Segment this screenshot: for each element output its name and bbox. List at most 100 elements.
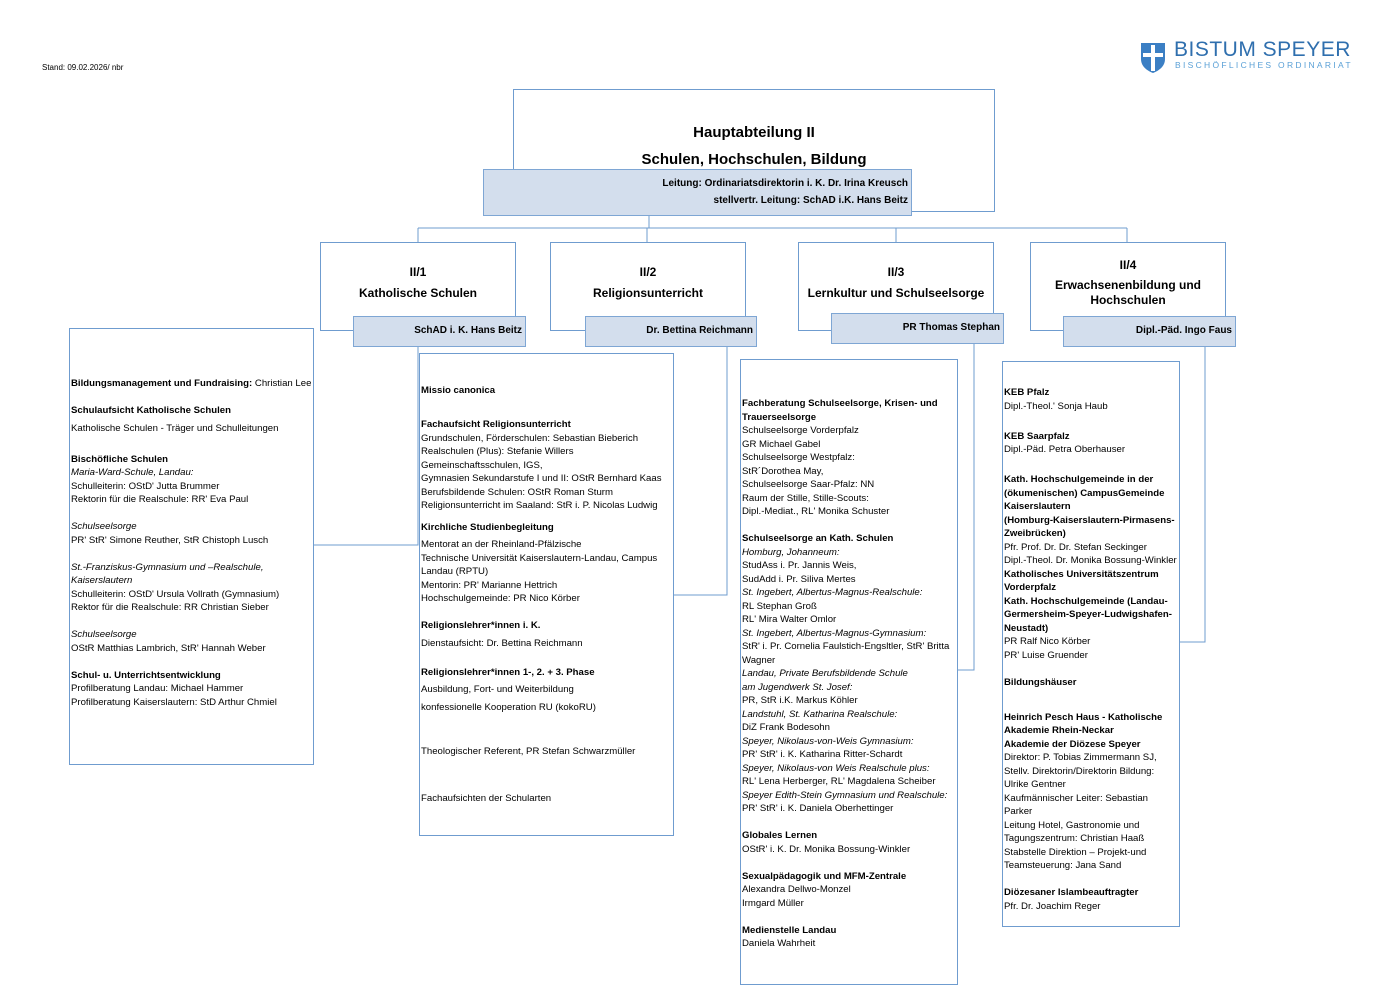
department-head-name: Dipl.-Päd. Ingo Faus bbox=[1135, 325, 1232, 336]
department-head-ii-2: Dr. Bettina Reichmann bbox=[585, 316, 757, 347]
list-item: Schulseelsorge bbox=[71, 521, 137, 532]
list-item: StR´Dorothea May, bbox=[742, 465, 824, 477]
list-item: am Jugendwerk St. Josef: bbox=[742, 681, 853, 693]
list-item: Gemeinschaftsschulen, IGS, bbox=[421, 459, 543, 471]
list-item: PR' Luise Gruender bbox=[1004, 649, 1088, 661]
list-item: Fachaufsichten der Schularten bbox=[421, 792, 552, 804]
section-heading: Sexualpädagogik und MFM-Zentrale bbox=[742, 870, 907, 882]
department-code: II/3 bbox=[887, 265, 905, 279]
section-heading: Bildungshäuser bbox=[1004, 676, 1077, 688]
list-item: Profilberatung Landau: Michael Hammer bbox=[71, 683, 244, 694]
logo-subtitle: BISCHÖFLICHES ORDINARIAT bbox=[1175, 60, 1353, 70]
department-name-line1: Erwachsenenbildung und bbox=[1054, 278, 1201, 292]
section-heading: Akademie Rhein-Neckar bbox=[1004, 725, 1114, 736]
section-heading: KEB Saarpfalz bbox=[1004, 430, 1070, 442]
list-item: Direktor: P. Tobias Zimmermann SJ, bbox=[1004, 752, 1157, 763]
department-head-ii-1: SchAD i. K. Hans Beitz bbox=[353, 316, 526, 347]
department-code: II/1 bbox=[409, 265, 427, 279]
list-item: Alexandra Dellwo-Monzel bbox=[742, 884, 851, 895]
list-item: Speyer, Nikolaus-von-Weis Gymnasium: bbox=[742, 735, 914, 747]
section-heading: Bischöfliche Schulen bbox=[71, 453, 169, 465]
section-heading: (ökumenischen) CampusGemeinde bbox=[1004, 487, 1165, 499]
list-item: PR' StR' i. K. Daniela Oberhettinger bbox=[742, 803, 894, 814]
list-item: Theologischer Referent, PR Stefan Schwar… bbox=[421, 746, 636, 757]
status-date: Stand: 09.02.2026/ nbr bbox=[42, 63, 124, 72]
department-head-ii-3: PR Thomas Stephan bbox=[831, 313, 1004, 344]
list-item: Schulseelsorge Westpfalz: bbox=[742, 452, 855, 463]
bistum-logo: BISTUM SPEYER BISCHÖFLICHES ORDINARIAT bbox=[1140, 38, 1370, 76]
department-head-name: PR Thomas Stephan bbox=[902, 322, 1000, 333]
section-heading: Religionslehrer*innen 1-, 2. + 3. Phase bbox=[421, 666, 595, 678]
list-item: Mentorin: PR' Marianne Hettrich bbox=[421, 579, 558, 591]
section-heading: Zweibrücken) bbox=[1004, 528, 1066, 539]
department-head-name: Dr. Bettina Reichmann bbox=[646, 325, 753, 336]
list-item: Ulrike Gentner bbox=[1004, 779, 1066, 790]
list-item: PR Ralf Nico Körber bbox=[1004, 636, 1091, 647]
section-heading: Heinrich Pesch Haus - Katholische bbox=[1004, 711, 1163, 723]
section-heading: Schulaufsicht Katholische Schulen bbox=[71, 405, 231, 416]
section-heading: Fachberatung Schulseelsorge, Krisen- und bbox=[742, 398, 938, 409]
department-name: Katholische Schulen bbox=[358, 286, 478, 300]
list-item: Leitung Hotel, Gastronomie und bbox=[1004, 819, 1140, 831]
list-item: Tagungszentrum: Christian Haaß bbox=[1004, 833, 1145, 844]
list-item: Dienstaufsicht: Dr. Bettina Reichmann bbox=[421, 637, 583, 649]
section-text: Christian Lee bbox=[252, 378, 312, 389]
list-item: Profilberatung Kaiserslautern: StD Arthu… bbox=[71, 696, 277, 708]
section-heading: Vorderpfalz bbox=[1004, 582, 1057, 593]
section-heading: Kath. Hochschulgemeinde in der bbox=[1004, 474, 1154, 485]
section-heading: Religionslehrer*innen i. K. bbox=[421, 620, 541, 631]
list-item: Maria-Ward-Schule, Landau: bbox=[71, 467, 194, 478]
list-item: PR' StR' Simone Reuther, StR Chistoph Lu… bbox=[71, 534, 269, 546]
section-heading: Diözesaner Islambeauftragter bbox=[1004, 887, 1139, 898]
list-item: Pfr. Prof. Dr. Dr. Stefan Seckinger bbox=[1004, 541, 1147, 553]
list-item: St.-Franziskus-Gymnasium und –Realschule… bbox=[71, 561, 264, 573]
list-item: PR' StR' i. K. Katharina Ritter-Schardt bbox=[742, 749, 903, 760]
list-item: Schulleiterin: OStD' Ursula Vollrath (Gy… bbox=[71, 588, 280, 600]
logo-title: BISTUM SPEYER bbox=[1174, 38, 1351, 61]
list-item: Dipl.-Theol.' Sonja Haub bbox=[1004, 400, 1108, 412]
list-item: Bildungsmanagement und Fundraising: Chri… bbox=[71, 377, 312, 391]
list-item: Gymnasien Sekundarstufe I und II: OStR B… bbox=[421, 473, 662, 484]
deputy-leadership-line: stellvertr. Leitung: SchAD i.K. Hans Bei… bbox=[713, 195, 908, 206]
list-item: Rektor für die Realschule: RR Christian … bbox=[71, 602, 269, 613]
section-heading: (Homburg-Kaiserslautern-Pirmasens- bbox=[1004, 514, 1175, 526]
list-item: RL' Mira Walter Omlor bbox=[742, 614, 837, 625]
list-item: Teamsteuerung: Jana Sand bbox=[1004, 860, 1122, 871]
list-item: Technische Universität Kaiserslautern-La… bbox=[421, 552, 658, 564]
list-item: OStR' i. K. Dr. Monika Bossung-Winkler bbox=[742, 843, 911, 855]
list-item: Wagner bbox=[742, 654, 776, 666]
list-item: Speyer, Nikolaus-von Weis Realschule plu… bbox=[742, 762, 930, 774]
section-heading: Schulseelsorge an Kath. Schulen bbox=[742, 533, 894, 544]
section-heading: Trauerseelsorge bbox=[742, 411, 817, 423]
section-heading: Katholisches Universitätszentrum bbox=[1004, 568, 1159, 580]
list-item: Dipl.-Mediat., RL' Monika Schuster bbox=[742, 506, 890, 517]
list-item: StR' i. Pr. Cornelia Faulstich-Engsltler… bbox=[742, 641, 950, 652]
list-item: StudAss i. Pr. Jannis Weis, bbox=[742, 560, 857, 571]
department-head-name: SchAD i. K. Hans Beitz bbox=[414, 325, 522, 336]
list-item: Landau, Private Berufsbildende Schule bbox=[742, 668, 908, 679]
list-item: konfessionelle Kooperation RU (kokoRU) bbox=[421, 701, 596, 713]
list-item: Stellv. Direktorin/Direktorin Bildung: bbox=[1004, 765, 1155, 777]
list-item: Dipl.-Theol. Dr. Monika Bossung-Winkler bbox=[1004, 555, 1177, 566]
main-title: Hauptabteilung II bbox=[693, 124, 815, 141]
list-item: Hochschulgemeinde: PR Nico Körber bbox=[421, 593, 580, 604]
list-item: Dipl.-Päd. Petra Oberhauser bbox=[1004, 444, 1126, 455]
section-heading: Missio canonica bbox=[421, 385, 496, 396]
list-item: Kaufmännischer Leiter: Sebastian Parker bbox=[1004, 792, 1148, 818]
list-item: Schulseelsorge Saar-Pfalz: NN bbox=[742, 479, 875, 490]
list-item: OStR Matthias Lambrich, StR' Hannah Webe… bbox=[71, 642, 266, 654]
section-heading: Schul- u. Unterrichtsentwicklung bbox=[71, 669, 221, 681]
list-item: Stabstelle Direktion – Projekt-und bbox=[1004, 846, 1147, 858]
department-name-line2: Hochschulen bbox=[1090, 293, 1166, 307]
section-heading: Fachaufsicht Religionsunterricht bbox=[421, 419, 571, 430]
detail-box-ii-3: Fachberatung Schulseelsorge, Krisen- und… bbox=[740, 359, 958, 985]
leadership-line: Leitung: Ordinariatsdirektorin i. K. Dr.… bbox=[662, 178, 908, 189]
leadership-box: Leitung: Ordinariatsdirektorin i. K. Dr.… bbox=[483, 169, 912, 216]
department-code: II/2 bbox=[639, 265, 657, 279]
list-item: Katholische Schulen - Träger und Schulle… bbox=[71, 422, 279, 434]
list-item: Daniela Wahrheit bbox=[742, 938, 816, 949]
detail-box-ii-1: Bildungsmanagement und Fundraising: Chri… bbox=[69, 328, 314, 765]
section-heading: Germersheim-Speyer-Ludwigshafen- bbox=[1004, 609, 1172, 620]
department-head-ii-4: Dipl.-Päd. Ingo Faus bbox=[1063, 316, 1236, 347]
